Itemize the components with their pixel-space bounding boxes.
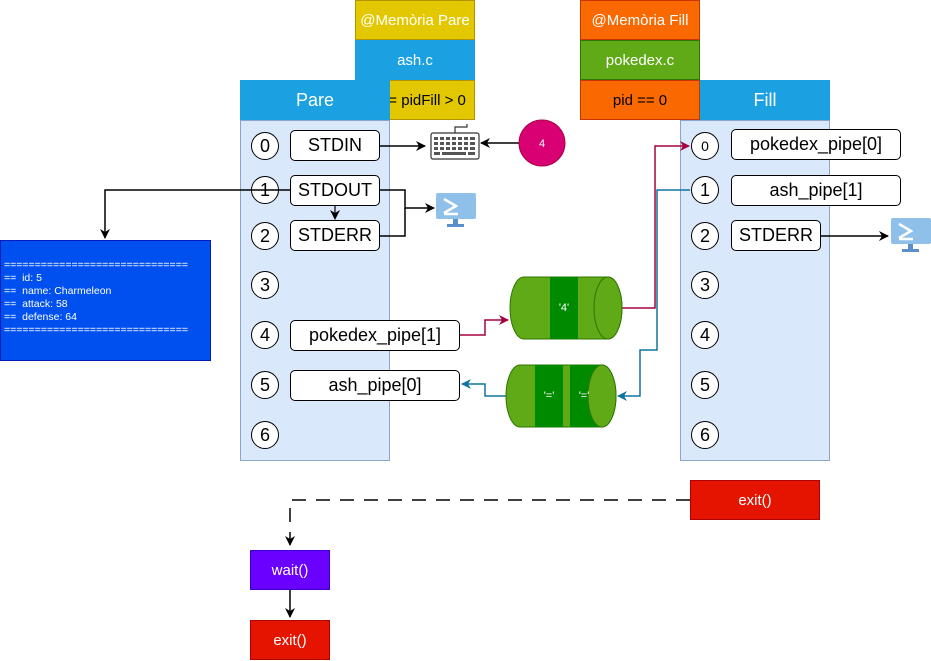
terminal-output: ================================ id: 5==… bbox=[0, 240, 211, 361]
parent-stderr: STDERR bbox=[290, 220, 380, 251]
child-exit-to-wait-arrow bbox=[285, 499, 690, 546]
ash-pipe-read-arrow bbox=[461, 379, 506, 397]
child-exit-box: exit() bbox=[690, 480, 820, 520]
stdout-to-terminal-arrow bbox=[100, 189, 290, 239]
pokedex-pipe-content: '4' bbox=[559, 302, 569, 314]
parent-fd-number: 2 bbox=[251, 222, 279, 250]
stderr-to-monitor-arrow bbox=[380, 208, 406, 237]
terminal-line: ============================== bbox=[4, 324, 188, 336]
pokedex-pipe-write-arrow bbox=[460, 315, 509, 336]
parent-wait-box: wait() bbox=[250, 550, 330, 590]
child-pid-condition: pid == 0 bbox=[580, 80, 700, 120]
pokedex-pipe-read-arrow bbox=[622, 141, 690, 309]
terminal-line: == id: 5 bbox=[4, 272, 42, 284]
child-fd-number: 0 bbox=[691, 132, 719, 160]
child-column-header: Fill bbox=[700, 80, 830, 120]
parent-memory-label: @Memòria Pare bbox=[355, 0, 475, 40]
ash-pipe-content: '=' bbox=[544, 390, 555, 402]
child-fd-number: 2 bbox=[691, 222, 719, 250]
child-program-label: pokedex.c bbox=[580, 40, 700, 80]
child-fd-number: 4 bbox=[691, 321, 719, 349]
input-badge-text: 4 bbox=[539, 138, 545, 150]
parent-fd-number: 6 bbox=[251, 421, 279, 449]
keyboard-icon bbox=[430, 124, 480, 160]
parent-exit-box: exit() bbox=[250, 620, 330, 660]
child-ash-pipe-write: ash_pipe[1] bbox=[731, 175, 901, 206]
child-memory-label: @Memòria Fill bbox=[580, 0, 700, 40]
pokedex-pipe bbox=[509, 276, 623, 340]
child-fd-number: 3 bbox=[691, 271, 719, 299]
child-fd-number: 6 bbox=[691, 421, 719, 449]
parent-stdin: STDIN bbox=[290, 130, 380, 161]
parent-pokedex-pipe-write: pokedex_pipe[1] bbox=[290, 320, 460, 351]
child-pokedex-pipe-read: pokedex_pipe[0] bbox=[731, 129, 901, 160]
terminal-line: == name: Charmeleon bbox=[4, 285, 112, 297]
parent-program-label: ash.c bbox=[355, 40, 475, 80]
monitor-icon bbox=[891, 218, 931, 252]
child-stderr: STDERR bbox=[731, 220, 821, 251]
parent-fd-number: 0 bbox=[251, 132, 279, 160]
stdout-to-monitor-arrow bbox=[380, 189, 435, 213]
parent-ash-pipe-read: ash_pipe[0] bbox=[290, 370, 460, 401]
parent-stdout: STDOUT bbox=[290, 175, 380, 206]
ash-pipe-content: '=' bbox=[579, 390, 590, 402]
ash-pipe-write-arrow bbox=[617, 189, 690, 401]
parent-fd-number: 3 bbox=[251, 271, 279, 299]
terminal-line: ============================== bbox=[4, 259, 188, 271]
child-fd-number: 5 bbox=[691, 371, 719, 399]
parent-fd-number: 4 bbox=[251, 321, 279, 349]
terminal-line: == attack: 58 bbox=[4, 298, 68, 310]
parent-fd-number: 5 bbox=[251, 371, 279, 399]
ash-pipe bbox=[505, 364, 617, 428]
parent-column-header: Pare bbox=[240, 80, 390, 120]
terminal-line: == defense: 64 bbox=[4, 311, 77, 323]
input-badge-circle bbox=[518, 119, 566, 167]
monitor-icon bbox=[436, 193, 476, 227]
child-fd-number: 1 bbox=[691, 176, 719, 204]
